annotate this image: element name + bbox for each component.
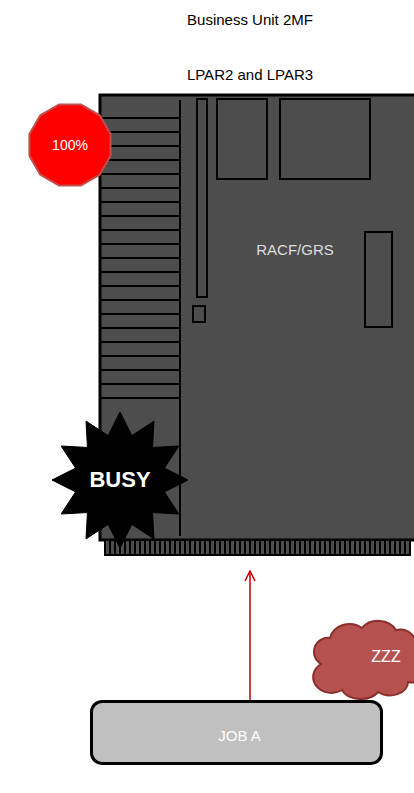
sleep-label: ZZZ (358, 640, 414, 674)
request-arrow (249, 571, 251, 700)
pin-lines (110, 541, 405, 554)
sleep-cloud: ZZZ (306, 618, 414, 698)
component-label: RACF/GRS (240, 238, 350, 260)
star-shape (52, 412, 188, 548)
busy-star: BUSY (52, 412, 188, 548)
connector-pins (105, 540, 410, 555)
busy-label: BUSY (52, 412, 188, 548)
unit-heading: Business Unit 2MF (100, 8, 400, 30)
status-octagon: 100% (26, 101, 114, 189)
job-label: JOB A (93, 703, 386, 768)
job-box: JOB A (90, 700, 383, 765)
cloud-shape (313, 621, 414, 699)
utilization-value: 100% (26, 101, 114, 189)
panel-details (193, 99, 392, 327)
lpar-heading: LPAR2 and LPAR3 (100, 63, 400, 85)
